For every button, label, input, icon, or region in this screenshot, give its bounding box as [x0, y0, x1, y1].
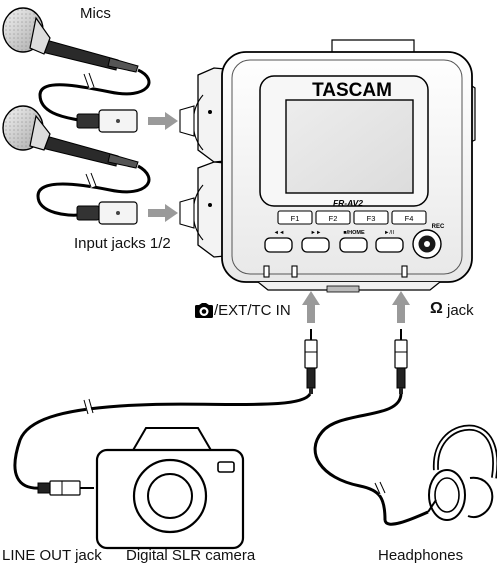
camera-label: Digital SLR camera: [126, 547, 256, 564]
headphones-illustration: [427, 424, 497, 521]
f2-label: F2: [329, 214, 338, 223]
ext-tc-plug: [304, 329, 318, 394]
f1-label: F1: [291, 214, 300, 223]
f4-key[interactable]: [391, 210, 427, 225]
rec-button[interactable]: [412, 229, 442, 259]
transport-keys: [264, 237, 404, 253]
microphone-1: [2, 7, 139, 73]
play-pause-label: ►/II: [384, 230, 394, 236]
stop-home-label: ■/HOME: [343, 230, 365, 236]
mic-1-cable: [38, 68, 151, 122]
camera-cable: [13, 392, 312, 490]
play-pause-button[interactable]: [375, 237, 404, 253]
headphone-cable: [313, 393, 429, 526]
omega-icon: Ω: [430, 300, 443, 317]
mics-label: Mics: [80, 5, 111, 22]
f3-key[interactable]: [353, 210, 389, 225]
stop-home-button[interactable]: [339, 237, 368, 253]
arrow-ext-tc-in: [302, 291, 320, 323]
f1-key[interactable]: [277, 210, 313, 225]
mic-2-cable: [36, 164, 151, 217]
line-out-jack-label: LINE OUT jack: [2, 547, 102, 564]
bottom-slots: [263, 265, 408, 278]
arrow-headphone-jack: [392, 291, 410, 323]
rewind-label: ◄◄: [274, 230, 285, 236]
rewind-button[interactable]: [264, 237, 293, 253]
headphone-plug: [394, 329, 408, 394]
xlr-plug-2: [76, 201, 138, 225]
microphone-2: [2, 105, 139, 169]
transport-key-labels: ◄◄ ►► ■/HOME ►/II: [274, 230, 395, 236]
headphones-label: Headphones: [378, 547, 464, 564]
headphone-jack-label: jack: [447, 302, 474, 319]
input-jacks-label: Input jacks 1/2: [74, 235, 171, 252]
camera-icon: [195, 303, 213, 318]
function-keys: F1 F2 F3 F4: [277, 210, 427, 225]
camera-illustration: [95, 427, 245, 550]
f4-label: F4: [405, 214, 414, 223]
arrow-mic-1: [148, 112, 178, 130]
f3-label: F3: [367, 214, 376, 223]
ext-tc-in-label: /EXT/TC IN: [214, 302, 291, 319]
recorder-model: FR-AV2: [333, 198, 363, 208]
rec-label: REC: [432, 224, 445, 230]
arrow-mic-2: [148, 204, 178, 222]
xlr-plug-1: [76, 109, 138, 133]
recorder-brand: TASCAM: [312, 80, 392, 101]
line-out-plug: [37, 480, 94, 496]
f2-key[interactable]: [315, 210, 351, 225]
fast-forward-label: ►►: [311, 230, 322, 236]
fast-forward-button[interactable]: [301, 237, 330, 253]
